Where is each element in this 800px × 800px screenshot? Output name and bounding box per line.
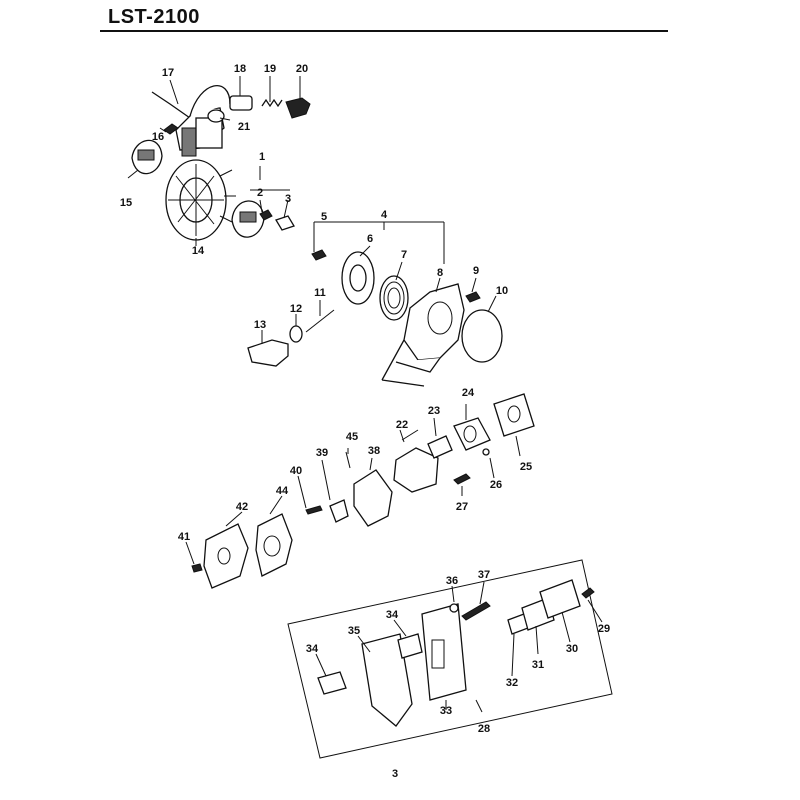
air-cleaner-cover-part: [203, 523, 249, 589]
clutch-assembly-part: [231, 200, 295, 238]
bolt-29-part: [581, 587, 595, 599]
bolt-16-part: [163, 123, 179, 135]
spark-plug-cap-part: [151, 85, 231, 157]
spark-plug-part: [229, 95, 253, 111]
callout-10: 10: [496, 285, 508, 297]
callout-36: 36: [446, 575, 458, 587]
callout-25: 25: [520, 461, 532, 473]
callout-18: 18: [234, 63, 246, 75]
starter-housing-part: [381, 283, 465, 387]
callout-24: 24: [462, 387, 475, 399]
callout-20: 20: [296, 63, 308, 75]
bolt-40-part: [305, 505, 323, 515]
callout-3: 3: [285, 193, 291, 205]
callout-14: 14: [192, 245, 205, 257]
callout-44: 44: [276, 485, 289, 497]
callout-45: 45: [346, 431, 358, 443]
callout-42: 42: [236, 501, 248, 513]
callout-5: 5: [321, 211, 327, 223]
carburetor-part: [393, 429, 439, 493]
muffler-body-part: [421, 603, 467, 701]
callout-12: 12: [290, 303, 302, 315]
washer-36-part: [449, 603, 459, 613]
recoil-spring-part: [379, 275, 409, 321]
pin-45-part: [345, 451, 351, 469]
ground-screw-part: [285, 97, 311, 119]
muffler-gasket-34b-part: [397, 633, 423, 659]
knob-41-part: [191, 563, 203, 573]
spring-part: [261, 98, 283, 108]
callout-1: 1: [259, 151, 265, 163]
callout-7: 7: [401, 249, 407, 261]
callout-2: 2: [257, 187, 263, 199]
muffler-group-box: [287, 559, 613, 759]
callout-30: 30: [566, 643, 578, 655]
callout-31: 31: [532, 659, 544, 671]
starter-rope-part: [305, 309, 335, 333]
header-divider: [100, 30, 668, 32]
insulator-gasket-25-part: [493, 393, 535, 437]
callout-4: 4: [381, 209, 388, 221]
callout-34a: 34: [306, 643, 319, 655]
rope-guide-part: [289, 325, 303, 343]
callout-32: 32: [506, 677, 518, 689]
washer-26-part: [482, 448, 490, 456]
callout-29: 29: [598, 623, 610, 635]
page-title: LST-2100: [108, 6, 200, 28]
callout-9: 9: [473, 265, 479, 277]
callout-labels: 1 2 3 4 5 6 7 8 9 10 11 12 13 14 15 16 1…: [120, 63, 610, 735]
callout-22: 22: [396, 419, 408, 431]
callout-17: 17: [162, 67, 174, 79]
exhaust-flange-part: [539, 579, 581, 619]
callout-35: 35: [348, 625, 360, 637]
callout-15: 15: [120, 197, 132, 209]
starter-pulley-part: [341, 251, 375, 305]
choke-lever-part: [329, 499, 349, 523]
callout-23: 23: [428, 405, 440, 417]
callout-21: 21: [238, 121, 250, 133]
callout-6: 6: [367, 233, 373, 245]
flywheel-part: [165, 159, 236, 241]
cover-plate-part: [461, 309, 503, 363]
carb-gasket-23-part: [427, 435, 453, 459]
callout-28: 28: [478, 723, 490, 735]
screw-27-part: [453, 473, 471, 485]
callout-16: 16: [152, 131, 164, 143]
callout-27: 27: [456, 501, 468, 513]
air-filter-element-part: [255, 513, 293, 577]
clutch-shoe-part: [131, 139, 163, 175]
callout-33: 33: [440, 705, 452, 717]
coil-cover-part: [207, 109, 225, 123]
callout-19: 19: [264, 63, 276, 75]
leader-lines: [127, 76, 603, 713]
callout-26: 26: [490, 479, 502, 491]
starter-handle-part: [247, 339, 289, 367]
muffler-cover-part: [361, 633, 413, 727]
callout-40: 40: [290, 465, 302, 477]
bolt-37-part: [461, 601, 491, 621]
starter-bolt-part: [311, 249, 327, 261]
callout-13: 13: [254, 319, 266, 331]
callout-38: 38: [368, 445, 380, 457]
callout-34b: 34: [386, 609, 399, 621]
starter-screw-part: [465, 291, 481, 303]
carb-insulator-part: [453, 417, 491, 451]
callout-8: 8: [437, 267, 443, 279]
air-cleaner-base-part: [353, 469, 393, 527]
callout-39: 39: [316, 447, 328, 459]
callout-41: 41: [178, 531, 190, 543]
callout-11: 11: [314, 287, 326, 299]
callout-37: 37: [478, 569, 490, 581]
muffler-gasket-34a-part: [317, 671, 347, 695]
page-number: 3: [392, 768, 399, 780]
